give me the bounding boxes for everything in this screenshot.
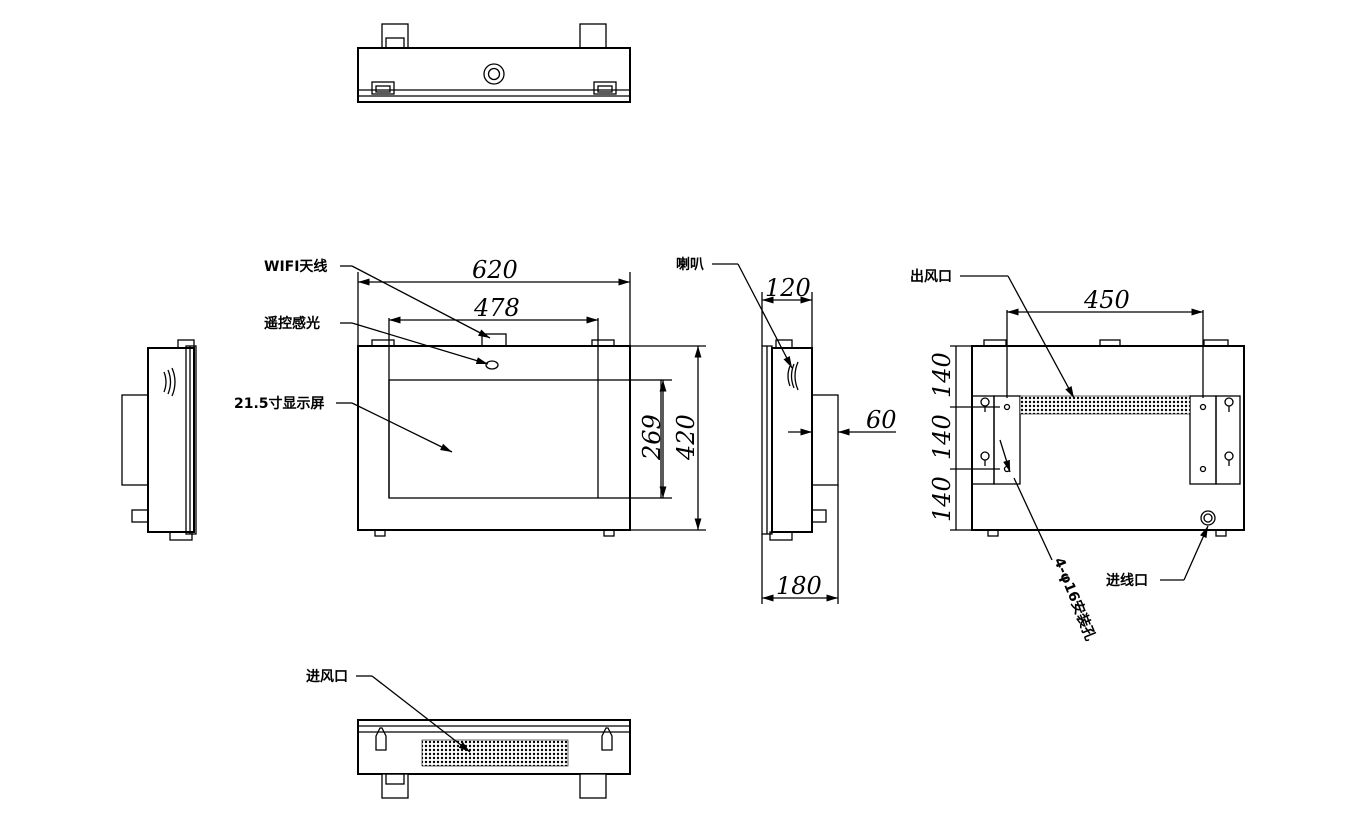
label-air-outlet: 出风口 [910,268,952,285]
rear-view: 450 140 140 140 出风口 进线口 4-φ16安装孔 [910,268,1245,643]
left-side-view [121,339,197,541]
dim-rear-v1: 140 [928,352,956,398]
speaker-icon [787,361,799,391]
air-outlet-grill [1019,395,1191,415]
keyhole-icon [980,397,990,412]
bottom-view: 进风口 [306,669,631,799]
top-view [357,23,631,103]
dim-screen-height: 269 [638,414,666,461]
label-cable-inlet: 进线口 [1106,572,1148,589]
cable-inlet-icon [1200,510,1216,526]
label-wifi-antenna: WIFI天线 [264,258,327,275]
dim-rear-v2: 140 [928,414,956,460]
keyhole-icon [1224,451,1234,466]
dim-rear-hole-spacing: 450 [1083,286,1130,314]
label-speaker: 喇叭 [676,256,704,273]
keyhole-icon [980,451,990,466]
keyhole-icon [1224,397,1234,412]
air-inlet-grill [421,739,569,767]
dim-side-protrusion: 60 [866,406,897,434]
remote-sensor-icon [485,360,499,370]
right-side-view: 120 60 180 喇叭 [676,256,897,604]
label-air-inlet: 进风口 [306,669,348,685]
top-knob-icon [483,63,505,85]
dim-front-width: 620 [472,256,518,284]
dim-front-height: 420 [672,414,700,461]
speaker-waves-icon [163,367,176,397]
label-remote-sensor: 遥控感光 [264,315,320,332]
dim-front-inner-width: 478 [473,294,520,322]
label-display: 21.5寸显示屏 [234,395,325,412]
dim-side-depth-top: 120 [765,274,811,302]
dim-rear-v3: 140 [928,476,956,522]
dim-side-depth-bottom: 180 [776,572,822,600]
label-mount-holes: 4-φ16安装孔 [1050,555,1099,643]
front-view: 620 478 269 420 WIFI天线 遥控感光 21.5寸显示屏 [234,256,706,537]
